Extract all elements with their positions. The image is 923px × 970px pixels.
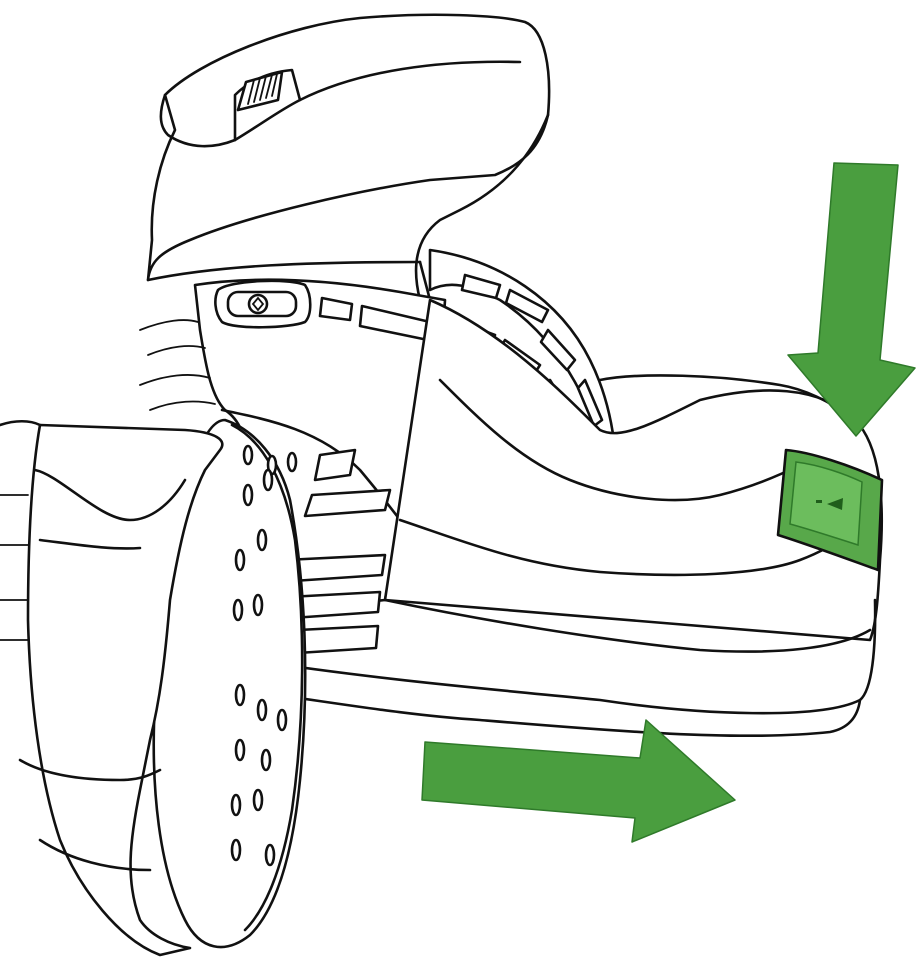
release-button xyxy=(776,448,884,572)
sanding-pad xyxy=(152,418,307,949)
tool-handle xyxy=(146,13,551,302)
slide-out-arrow xyxy=(421,719,736,843)
front-housing xyxy=(0,419,224,957)
dust-box xyxy=(238,298,884,738)
release-arrow-glyph xyxy=(827,498,843,510)
handle-grip-ridges xyxy=(247,73,278,105)
pad-dust-holes xyxy=(230,444,298,867)
press-down-arrow xyxy=(787,162,916,437)
lock-switch xyxy=(214,279,312,329)
